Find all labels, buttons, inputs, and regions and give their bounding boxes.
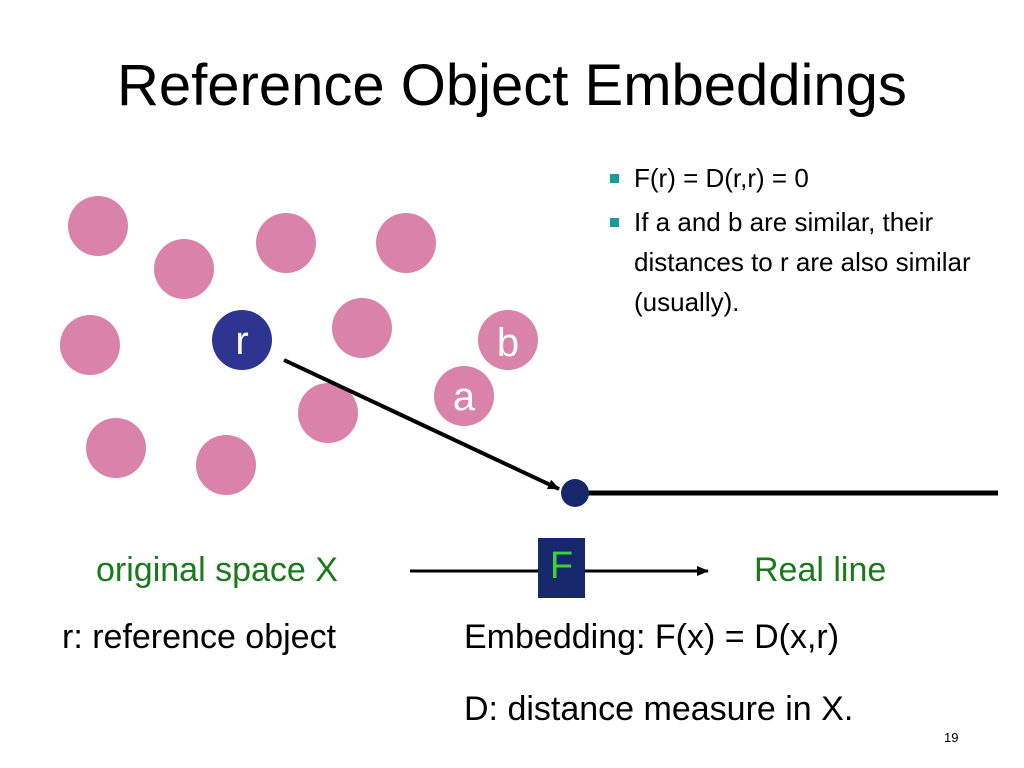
object-point-a	[434, 366, 494, 426]
object-point	[60, 315, 120, 375]
object-point	[68, 196, 128, 256]
embedding-caption: Embedding: F(x) = D(x,r)	[464, 618, 840, 656]
function-box: F	[538, 538, 585, 598]
slide-title: Reference Object Embeddings	[117, 53, 907, 118]
square-bullet-icon	[610, 218, 619, 227]
page-number: 19	[944, 730, 959, 745]
object-point	[154, 239, 214, 299]
point-label-a: a	[453, 375, 476, 419]
mapped-point-F-r	[561, 479, 589, 507]
bullet-list: F(r) = D(r,r) = 0 If a and b are similar…	[608, 158, 1008, 326]
point-label-b: b	[497, 321, 519, 365]
real-line-label: Real line	[754, 551, 887, 589]
bullet-text: If a and b are similar, their distances …	[634, 207, 971, 317]
object-point	[332, 298, 392, 358]
square-bullet-icon	[610, 174, 619, 183]
object-point	[376, 213, 436, 273]
object-point	[196, 435, 256, 495]
object-point	[86, 418, 146, 478]
reference-point-r	[212, 310, 272, 370]
original-space-label: original space X	[96, 551, 338, 589]
object-point-b	[478, 310, 538, 370]
bullet-item: If a and b are similar, their distances …	[608, 202, 1008, 322]
object-point	[298, 383, 358, 443]
distance-caption: D: distance measure in X.	[464, 690, 854, 728]
bullet-text: F(r) = D(r,r) = 0	[634, 163, 809, 193]
mapping-arrow	[283, 358, 560, 491]
point-label-r: r	[235, 319, 248, 363]
bullet-item: F(r) = D(r,r) = 0	[608, 158, 1008, 198]
reference-caption: r: reference object	[62, 618, 337, 656]
object-point	[256, 213, 316, 273]
function-label: F	[549, 545, 574, 587]
